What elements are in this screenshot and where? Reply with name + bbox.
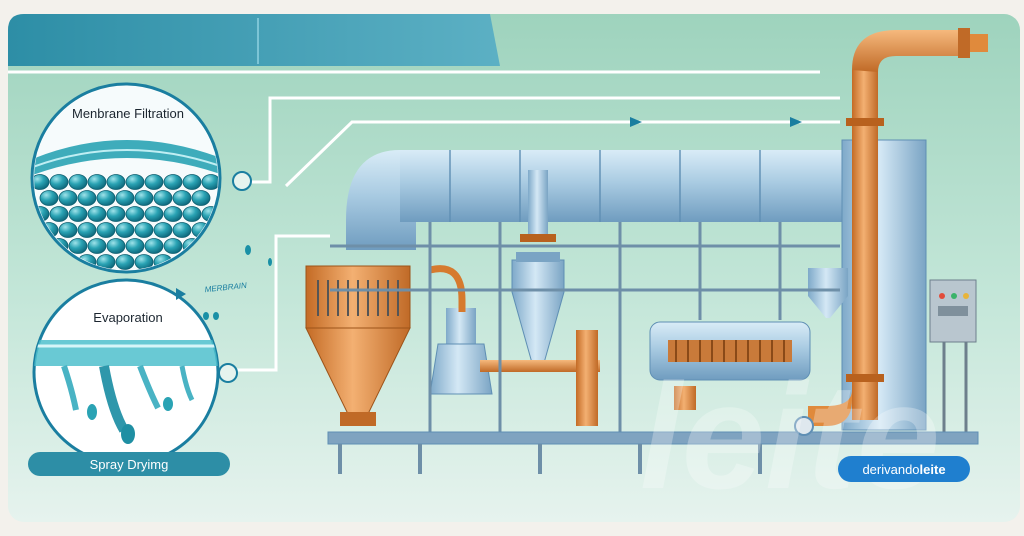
evaporation-inset bbox=[32, 278, 220, 466]
brand-prefix: derivando bbox=[862, 462, 919, 477]
heat-exchanger-hopper bbox=[305, 265, 411, 426]
flow-node bbox=[218, 363, 238, 383]
bubble bbox=[163, 238, 183, 254]
bubble bbox=[58, 190, 78, 206]
bubble bbox=[144, 174, 164, 190]
spray-drying-label: Spray Dryimg bbox=[90, 457, 169, 472]
bubble bbox=[182, 174, 202, 190]
bubble bbox=[39, 190, 59, 206]
bubble bbox=[115, 190, 135, 206]
bubble bbox=[106, 206, 126, 222]
bubble bbox=[96, 190, 116, 206]
bubble bbox=[125, 206, 145, 222]
flow-node bbox=[232, 171, 252, 191]
brand-logo: derivandoleite bbox=[862, 462, 945, 477]
bubble bbox=[49, 174, 69, 190]
bubble bbox=[172, 190, 192, 206]
bubble bbox=[134, 190, 154, 206]
bubble bbox=[58, 222, 78, 238]
bubble bbox=[68, 206, 88, 222]
brand-badge: derivandoleite bbox=[838, 456, 970, 482]
bubble bbox=[172, 222, 192, 238]
flow-arrow-icon bbox=[790, 117, 802, 127]
bubble bbox=[125, 238, 145, 254]
evaporation-label: Evaporation bbox=[93, 310, 162, 325]
copper-exhaust-pipe bbox=[808, 28, 988, 426]
water-drop-icon bbox=[176, 245, 272, 320]
bubble bbox=[87, 174, 107, 190]
bubble bbox=[115, 254, 135, 270]
brand-suffix: leite bbox=[920, 462, 946, 477]
bubble bbox=[106, 174, 126, 190]
bubble bbox=[163, 206, 183, 222]
membrane-filtration-inset bbox=[30, 82, 222, 274]
flow-lines bbox=[220, 96, 840, 372]
bubble bbox=[182, 206, 202, 222]
small-caption: MERBRAIN bbox=[204, 281, 247, 294]
support-frame bbox=[327, 222, 979, 474]
bubble bbox=[96, 222, 116, 238]
bubble bbox=[68, 238, 88, 254]
control-panel bbox=[929, 279, 977, 440]
cyclone-separator bbox=[511, 170, 565, 371]
bubble bbox=[77, 222, 97, 238]
bubble bbox=[87, 206, 107, 222]
membrane-filtration-label: Menbrane Filtration bbox=[72, 106, 184, 121]
bubble bbox=[77, 190, 97, 206]
bubble bbox=[191, 190, 211, 206]
bubble bbox=[106, 238, 126, 254]
bubble bbox=[144, 206, 164, 222]
bubble bbox=[144, 238, 164, 254]
spray-drying-pill: Spray Dryimg bbox=[28, 452, 230, 476]
bubble bbox=[87, 238, 107, 254]
main-duct bbox=[346, 150, 860, 250]
header-banner bbox=[8, 14, 820, 74]
bubble bbox=[34, 174, 50, 190]
bubble bbox=[153, 222, 173, 238]
flow-arrow-icon bbox=[630, 117, 642, 127]
holding-drum bbox=[649, 321, 811, 410]
bubble bbox=[201, 174, 218, 190]
bubble bbox=[134, 222, 154, 238]
evaporator-vessel bbox=[429, 265, 600, 426]
bubble bbox=[153, 190, 173, 206]
bubble bbox=[49, 206, 69, 222]
bubble bbox=[115, 222, 135, 238]
bubble bbox=[163, 174, 183, 190]
bubble bbox=[125, 174, 145, 190]
brand-watermark: leite bbox=[640, 352, 940, 520]
bubble bbox=[68, 174, 88, 190]
